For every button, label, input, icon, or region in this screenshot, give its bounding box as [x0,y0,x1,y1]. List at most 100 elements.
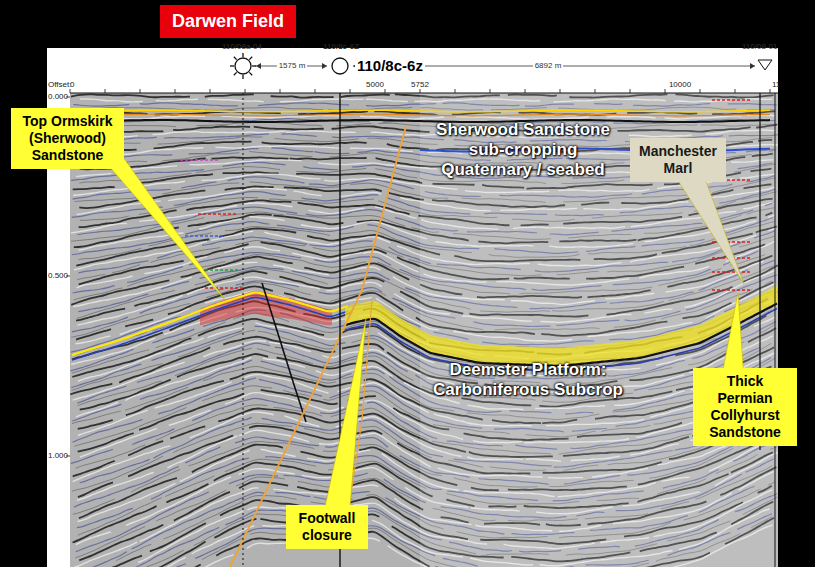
axis-label: 1.000 [48,451,68,461]
reflector [309,241,372,247]
reflector [239,469,295,475]
axis-line [70,93,778,94]
reflector [140,103,238,106]
reflector [76,402,118,416]
reflector [218,408,344,422]
reflector [290,158,367,160]
formation-marker [180,159,220,161]
axis-line [775,93,776,567]
reflector [173,127,250,131]
reflector [239,481,288,488]
reflector [277,225,354,231]
axis-label: 0.000 [48,92,68,102]
axis-label: 0.500 [48,271,68,281]
axis-tick [525,89,526,93]
reflector [80,99,143,102]
title-banner: Darwen Field [160,5,296,38]
axis-tick [175,89,176,93]
reflector [132,492,265,548]
reflector [76,492,209,552]
reflector [192,526,255,554]
reflector [273,489,336,494]
reflector [155,382,232,408]
reflector [140,360,252,399]
reflector [71,449,113,463]
reflector [223,172,279,173]
seismic-image [70,93,778,567]
reflector [202,237,307,245]
axis-tick [280,89,281,93]
axis-tick [70,89,71,93]
well-label: 110/08-01 [742,42,777,52]
axis-label: 11 [772,80,780,90]
reflector [298,481,333,487]
reflector [271,148,313,152]
callout-text: Top Ormskirk (Sherwood) Sandstone [16,113,119,164]
well-symbol [230,53,256,79]
reflector [76,329,111,339]
reflector [77,276,133,288]
reflector [80,216,129,220]
reflector [245,375,329,393]
reflector [156,99,198,101]
reflector [78,433,134,451]
reflector [303,167,338,170]
reflector [78,482,113,497]
reflector [125,320,153,327]
reflector [214,519,256,538]
well-label: 6892 m [533,61,564,71]
callout-box: Thick Permian Collyhurst Sandstone [693,368,797,446]
reflector [174,492,230,521]
reflector [264,232,390,245]
reflector [151,458,249,499]
axis-label: 5000 [366,80,384,90]
reflector [79,556,142,567]
reflector [275,347,408,371]
reflector [73,420,143,443]
callout-pointer [668,165,744,284]
reflector [166,484,208,502]
reflector [211,157,288,158]
reflector [254,127,324,130]
reflector [366,99,408,101]
seabed-horizon [70,120,770,122]
formation-marker [712,271,752,273]
reflector [205,94,254,96]
axis-tick [350,89,351,93]
reflector [271,96,334,97]
reflector [78,420,113,429]
reflector [261,449,296,456]
reflector [156,490,226,521]
formation-marker [712,99,752,101]
reflector [223,162,286,166]
reflector [273,408,322,417]
reflector [318,163,437,169]
axis-label: 5752 [411,80,429,90]
seabed-horizon [70,114,770,116]
axis-tick [560,89,561,93]
reflector [126,477,231,526]
reflector [258,103,349,106]
callout-box: Top Ormskirk (Sherwood) Sandstone [11,108,124,169]
callout-text: Footwall closure [291,510,363,544]
reflector [78,483,176,521]
axis-label: 0 [70,80,74,90]
well-label: 110/08a-04 [222,42,262,52]
reflector [140,488,259,541]
reflector [314,152,349,154]
axis-tick [490,89,491,93]
reflector [228,177,305,183]
reflector [296,168,366,173]
reflector [74,227,179,247]
reflector [284,473,368,480]
reflector [76,309,125,321]
callout-box: Footwall closure [286,505,368,549]
reflector [139,393,244,429]
horizon-line [345,304,777,366]
reflector [250,217,285,221]
reflector [71,94,190,97]
reflector [341,95,390,98]
reflector [306,210,383,216]
reflector [161,281,189,289]
